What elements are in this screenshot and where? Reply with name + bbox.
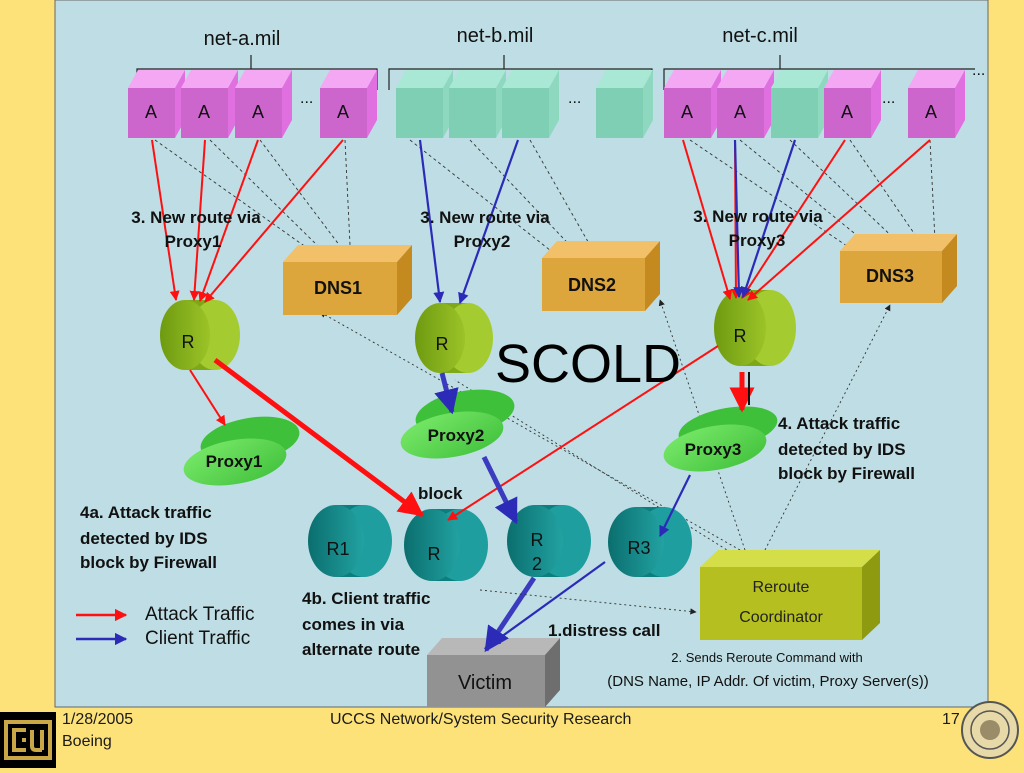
legend-client-label: Client Traffic [145, 628, 250, 649]
agent-label: A [841, 102, 853, 122]
proxy3-label: Proxy3 [685, 440, 742, 459]
distress-label: 1.distress call [548, 621, 660, 640]
route2-label-2: Proxy2 [454, 232, 511, 251]
agent-label: A [734, 102, 746, 122]
domain-label-b: net-b.mil [457, 25, 534, 47]
router-3: R [714, 290, 796, 366]
client4b-label-1: 4b. Client traffic [302, 589, 430, 608]
router-label: R [436, 334, 449, 354]
client-traffic-thick [434, 372, 537, 653]
route3-label-1: 3. New route via [693, 207, 823, 226]
router-r3: R3 [608, 507, 692, 577]
proxy1-label: Proxy1 [206, 452, 263, 471]
dns-lookup-lines [154, 139, 936, 259]
router-r1: R1 [308, 505, 392, 577]
agent-label: A [198, 102, 210, 122]
router-r3-label: R3 [627, 538, 650, 558]
sends-label-2: (DNS Name, IP Addr. Of victim, Proxy Ser… [607, 673, 928, 690]
client4b-label-2: comes in via [302, 615, 405, 634]
router-1: R [160, 300, 240, 370]
legend: Attack Traffic Client Traffic [76, 604, 254, 649]
attack4-label-2: detected by IDS [778, 440, 906, 459]
agent-box [908, 70, 965, 138]
agent-box [824, 70, 881, 138]
host-box [771, 70, 828, 138]
victim-server: Victim [427, 638, 560, 707]
ellipsis: ... [568, 90, 581, 107]
route2-label-1: 3. New route via [420, 208, 550, 227]
footer-org: Boeing [62, 733, 112, 750]
host-box [449, 70, 506, 138]
ellipsis: ... [300, 90, 313, 107]
proxy2-label: Proxy2 [428, 426, 485, 445]
agent-label: A [681, 102, 693, 122]
agent-label: A [925, 102, 937, 122]
route1-label-1: 3. New route via [131, 208, 261, 227]
cu-logo [0, 712, 56, 768]
victim-label: Victim [458, 672, 512, 694]
agent-label: A [337, 102, 349, 122]
dns1-label: DNS1 [314, 278, 362, 298]
footer-date: 1/28/2005 [62, 711, 134, 728]
coordinator-label-1: Reroute [753, 579, 810, 596]
hosts-net-b: ... [396, 70, 653, 138]
domain-label-c: net-c.mil [722, 25, 798, 47]
attack4a-label-1: 4a. Attack traffic [80, 503, 212, 522]
client4b-label-3: alternate route [302, 640, 420, 659]
legend-attack-label: Attack Traffic [145, 604, 254, 625]
agent-box [235, 70, 292, 138]
router-label: R [734, 326, 747, 346]
ellipsis: ... [882, 90, 895, 107]
route1-label-2: Proxy1 [165, 232, 222, 251]
router-r-label: R [428, 544, 441, 564]
ellipsis: ... [972, 62, 985, 79]
attack4-label-1: 4. Attack traffic [778, 414, 900, 433]
footer-page-number: 17 [942, 711, 960, 728]
university-seal-icon [960, 700, 1020, 760]
agents-net-a: A A A A ... [128, 70, 377, 138]
dns-server-2: DNS2 [542, 241, 660, 311]
router-r2-label-bottom: 2 [532, 554, 542, 574]
agent-label: A [145, 102, 157, 122]
attack4a-label-2: detected by IDS [80, 529, 208, 548]
footer-title: UCCS Network/System Security Research [330, 711, 632, 728]
attack-traffic-proxy3-path [447, 345, 719, 521]
sends-label-1: 2. Sends Reroute Command with [671, 650, 862, 665]
coordinator-label-2: Coordinator [739, 609, 823, 626]
dns-server-3: DNS3 [840, 234, 957, 303]
proxy-3: Proxy3 [663, 406, 778, 472]
route3-label-2: Proxy3 [729, 231, 786, 250]
distress-call-arrow [479, 589, 697, 615]
host-box [502, 70, 559, 138]
dns-server-1: DNS1 [283, 245, 412, 315]
scold-title: SCOLD [495, 334, 681, 394]
router-r1-label: R1 [326, 539, 349, 559]
agent-box [320, 70, 377, 138]
router-2: R [415, 303, 493, 373]
domain-label-a: net-a.mil [204, 28, 281, 50]
router-label: R [182, 332, 195, 352]
dns3-label: DNS3 [866, 266, 914, 286]
host-box [396, 70, 453, 138]
agent-box [181, 70, 238, 138]
reroute-coordinator: Reroute Coordinator [700, 550, 880, 640]
dns2-label: DNS2 [568, 275, 616, 295]
client-traffic-arrows [418, 139, 797, 646]
block-label: block [418, 484, 463, 503]
attack-traffic-thick [213, 357, 755, 518]
agents-net-c: A A A A ... ... [664, 62, 985, 138]
router-r: R [404, 509, 488, 581]
proxy-1: Proxy1 [183, 416, 300, 486]
attack4a-label-3: block by Firewall [80, 553, 217, 572]
agent-label: A [252, 102, 264, 122]
host-box [596, 70, 653, 138]
router-r2: R 2 [507, 505, 591, 577]
attack4-label-3: block by Firewall [778, 464, 915, 483]
router-r2-label-top: R [531, 530, 544, 550]
attack-traffic-arrows [151, 139, 931, 426]
